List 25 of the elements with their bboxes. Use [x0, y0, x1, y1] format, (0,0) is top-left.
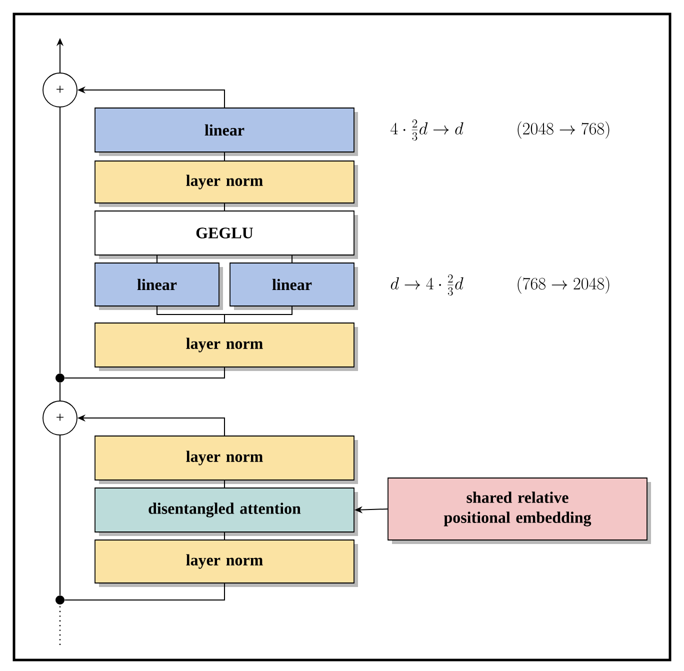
- layer-box: layer norm: [94, 540, 358, 587]
- junction-dot: [56, 596, 64, 604]
- layer-box: layer norm: [94, 436, 358, 484]
- formula: $(2048 \to 768)$: [518, 121, 610, 139]
- embedding-box: shared relative positional embedding: [388, 478, 652, 544]
- layer-box: layer norm: [94, 160, 358, 207]
- layer-box: disentangled attention: [94, 488, 358, 536]
- connector-line: [224, 306, 292, 324]
- layer-box: GEGLU: [94, 210, 358, 259]
- connector-line: [224, 152, 225, 162]
- connector-line: [224, 532, 225, 540]
- formula: $4 \cdot \frac{2}{3}d \to d$: [390, 120, 464, 140]
- junction-dot: [56, 374, 64, 382]
- formula: $d \to 4 \cdot \frac{2}{3}d$: [390, 274, 464, 296]
- connector-line: [64, 582, 225, 600]
- layer-box: layer norm: [94, 322, 358, 371]
- connector-line: [59, 604, 61, 645]
- formula: $(768 \to 2048)$: [518, 276, 610, 294]
- layer-box: linear: [94, 262, 223, 310]
- connector-line: [156, 254, 158, 264]
- connector-line: [224, 480, 225, 488]
- connector-line: [224, 202, 225, 212]
- layer-box: linear: [94, 108, 358, 156]
- connector-line: [64, 366, 225, 378]
- layer-box: linear: [230, 262, 358, 310]
